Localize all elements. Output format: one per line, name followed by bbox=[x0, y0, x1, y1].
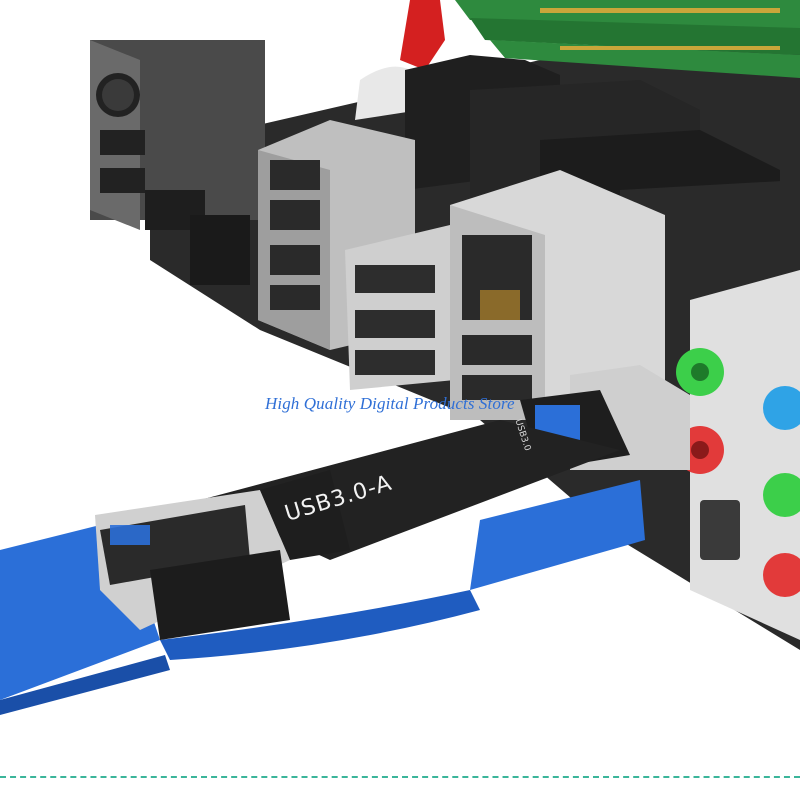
rj45-ethernet-port bbox=[450, 170, 665, 420]
audio-panel bbox=[676, 270, 800, 640]
dashed-divider bbox=[0, 776, 800, 778]
usb-port-stack-middle bbox=[345, 225, 455, 390]
watermark-text: High Quality Digital Products Store bbox=[265, 394, 515, 413]
usb3-female-connector bbox=[95, 490, 290, 640]
red-sata-cable bbox=[400, 0, 445, 70]
ram-slots bbox=[455, 0, 800, 78]
ps2-port bbox=[90, 40, 265, 230]
